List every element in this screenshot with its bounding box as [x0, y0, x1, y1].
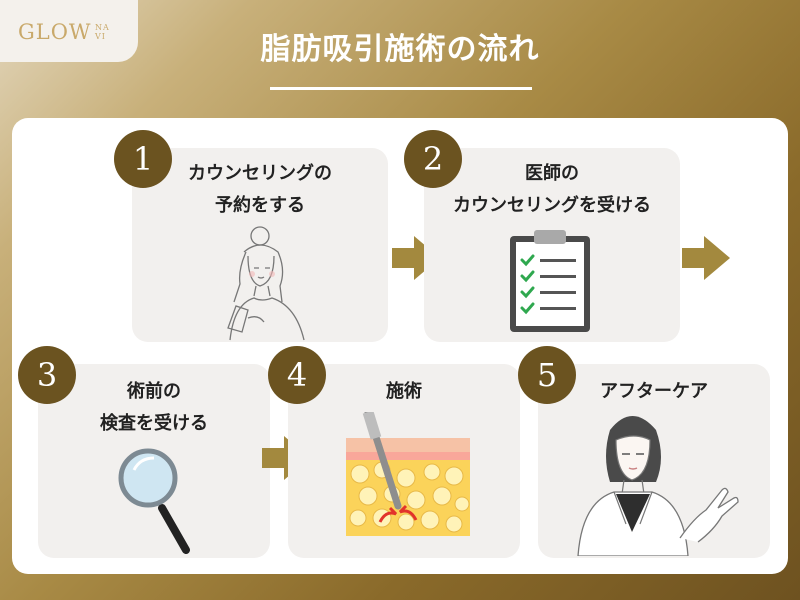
clipboard-checklist-icon — [510, 230, 590, 332]
step-number-badge-1: 1 — [114, 130, 172, 188]
magnifying-glass-icon — [118, 448, 190, 554]
step-label-1-line-2: 予約をする — [215, 195, 305, 216]
step-number-badge-4: 4 — [268, 346, 326, 404]
step-label-3-line-2: 検査を受ける — [100, 413, 208, 434]
cannula-fat-layer-illustration — [346, 412, 470, 536]
brand-logo-sub: NA VI — [95, 23, 110, 41]
step-label-4: 施術 — [288, 376, 520, 408]
step-label-3-line-1: 術前の — [127, 381, 181, 402]
step-label-5-line-1: アフターケア — [600, 381, 708, 402]
step-label-5: アフターケア — [538, 376, 770, 408]
brand-logo-sub-top: NA — [95, 23, 110, 32]
step-label-1: カウンセリングの 予約をする — [132, 158, 388, 222]
step-label-4-line-1: 施術 — [386, 381, 422, 402]
logo-box: GLOW NA VI — [0, 0, 138, 62]
arrow-right-icon — [392, 236, 440, 280]
page-title: 脂肪吸引施術の流れ — [260, 32, 540, 67]
brand-logo-sub-bottom: VI — [95, 32, 106, 41]
title-underline — [270, 87, 532, 90]
step-label-2-line-1: 医師の — [525, 163, 579, 184]
step-label-2-line-2: カウンセリングを受ける — [453, 195, 651, 216]
step-number-badge-2: 2 — [404, 130, 462, 188]
brand-logo: GLOW — [18, 20, 92, 44]
step-label-1-line-1: カウンセリングの — [188, 163, 332, 184]
step-label-2: 医師の カウンセリングを受ける — [416, 158, 688, 222]
step-number-badge-5: 5 — [518, 346, 576, 404]
step-number-badge-3: 3 — [18, 346, 76, 404]
doctor-in-white-coat-illustration — [577, 416, 739, 556]
woman-with-smartphone-illustration — [227, 226, 305, 341]
arrow-right-icon — [682, 236, 730, 280]
arrow-right-icon — [262, 436, 310, 480]
step-label-3: 術前の 検査を受ける — [38, 376, 270, 440]
